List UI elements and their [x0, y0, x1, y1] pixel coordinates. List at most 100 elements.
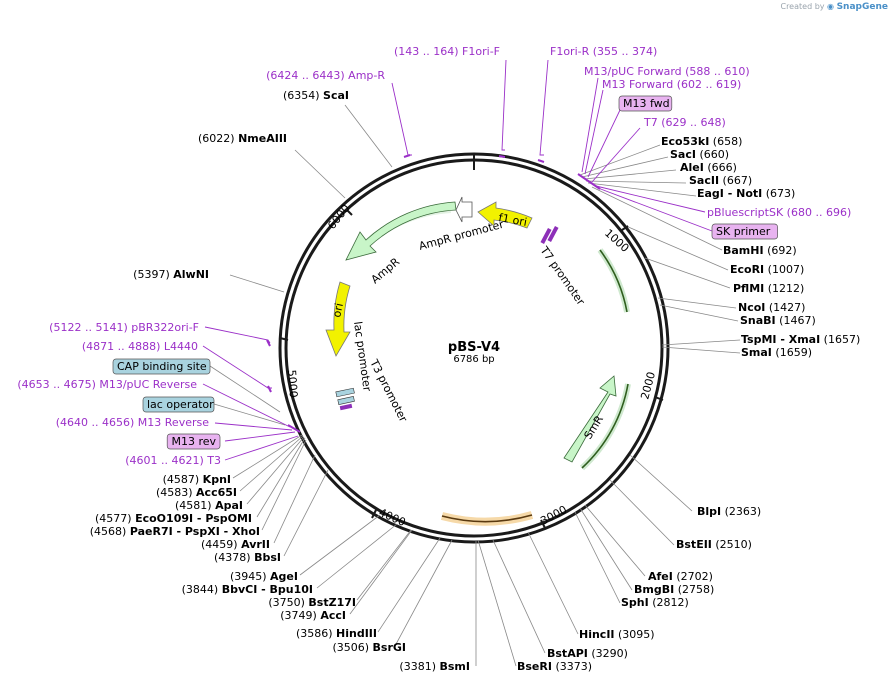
leader-bmgbi [579, 507, 633, 591]
primer-label: M13/pUC Forward (588 .. 610) [584, 65, 750, 78]
leader-ecori [625, 225, 729, 271]
enzyme-label: TspMI - XmaI (1657) [741, 333, 860, 346]
primer-mark-m13f [577, 173, 601, 190]
tick-5000 [279, 337, 289, 341]
primer-label: (4601 .. 4621) T3 [125, 454, 221, 467]
tick-label-5000: 5000 [285, 369, 300, 398]
leader-cap [209, 365, 281, 413]
enzyme-label: SnaBI (1467) [740, 314, 816, 327]
enzyme-position: (4581) [175, 499, 215, 512]
enzyme-label: BlpI (2363) [697, 505, 761, 518]
tick-1000 [621, 225, 629, 231]
enzyme-label: AfeI (2702) [648, 570, 713, 583]
enzyme-label: (4583) Acc65I [156, 486, 237, 499]
primer-label: (4640 .. 4656) M13 Reverse [56, 416, 209, 429]
tick-3000 [540, 519, 546, 529]
enzyme-name: Acc65I [196, 486, 237, 499]
enzyme-name: BstAPI [547, 647, 588, 660]
primer-line-f1orir [539, 59, 549, 156]
enzyme-label: (4577) EcoO109I - PspOMI [95, 512, 252, 525]
enzyme-position: (673) [762, 187, 795, 200]
enzyme-position: (1007) [764, 263, 804, 276]
primer-line-f1orif [501, 59, 507, 151]
primer-line-m13rev [224, 431, 296, 442]
primer-label: pBluescriptSK (680 .. 696) [707, 206, 851, 219]
f1ori-arrow [477, 201, 533, 229]
enzyme-label: EcoRI (1007) [730, 263, 804, 276]
enzyme-label: (4459) AvrII [201, 538, 270, 551]
leader-scai [344, 104, 393, 168]
enzyme-name: SacI [670, 148, 696, 161]
enzyme-label: BseRI (3373) [517, 660, 592, 673]
leader-bseri [477, 539, 517, 667]
enzyme-label: SmaI (1659) [741, 346, 812, 359]
primer-line-m13puc-r [202, 383, 291, 428]
enzyme-name: HincII [579, 628, 615, 641]
leader-saci [581, 156, 669, 178]
enzyme-position: (3844) [182, 583, 222, 596]
leader-acc65i [239, 435, 304, 492]
enzyme-position: (4568) [90, 525, 130, 538]
primer-mark-pbr322 [266, 339, 271, 347]
t7-region-marks [540, 225, 559, 245]
enzyme-name: AccI [320, 609, 346, 622]
primer-label: (6424 .. 6443) Amp-R [266, 69, 385, 82]
cap-mark [335, 387, 355, 398]
leader-sphi [574, 511, 621, 604]
enzyme-name: BsrGI [373, 641, 406, 654]
misc-feature-box [112, 358, 211, 375]
enzyme-label: SacII (667) [689, 174, 752, 187]
enzyme-name: BbsI [254, 551, 281, 564]
enzyme-label: EagI - NotI (673) [697, 187, 795, 200]
enzyme-name: AleI [680, 161, 704, 174]
enzyme-label: (5397) AlwNI [133, 268, 209, 281]
enzyme-name: KpnI [203, 473, 231, 486]
enzyme-label: (3945) AgeI [230, 570, 298, 583]
ampr-label: AmpR [369, 255, 403, 286]
primer-line-m13fwd [587, 109, 621, 178]
enzyme-name: SmaI [741, 346, 772, 359]
primer-line-l4440 [202, 345, 272, 389]
enzyme-position: (3749) [280, 609, 320, 622]
leader-hindiii [377, 537, 441, 633]
primer-label: M13 rev [171, 435, 216, 448]
credit-prefix: Created by [780, 2, 825, 11]
primer-line-pbluescriptsk [595, 185, 706, 213]
enzyme-position: (6022) [198, 132, 238, 145]
enzyme-position: (4577) [95, 512, 135, 525]
primer-line-m13f [584, 89, 604, 175]
primer-line-m13r [214, 422, 293, 431]
enzyme-name: SphI [621, 596, 649, 609]
primer-label: (4871 .. 4888) L4440 [82, 340, 198, 353]
leader-eco53ki [579, 144, 661, 176]
enzyme-name: BsmI [440, 660, 471, 673]
enzyme-label: HincII (3095) [579, 628, 655, 641]
leader-agei [299, 514, 381, 576]
enzyme-position: (3586) [296, 627, 336, 640]
enzyme-position: (667) [719, 174, 752, 187]
enzyme-position: (2758) [674, 583, 714, 596]
enzyme-name: BstZ17I [308, 596, 356, 609]
enzyme-position: (1427) [765, 301, 805, 314]
snapgene-logo-icon: ◉ [827, 2, 835, 11]
smr-companion-arc [581, 383, 629, 469]
enzyme-position: (666) [704, 161, 737, 174]
enzyme-label: NcoI (1427) [738, 301, 805, 314]
enzyme-name: SacII [689, 174, 719, 187]
primer-line-skprimer [597, 187, 713, 232]
plasmid-size: 6786 bp [453, 354, 494, 365]
enzyme-name: BmgBI [634, 583, 674, 596]
enzyme-position: (2363) [721, 505, 761, 518]
lac-promoter-label: lac promoter [351, 321, 374, 393]
tick-label-4000: 4000 [377, 506, 408, 529]
primer-mark-l4440 [267, 385, 272, 393]
enzyme-name: EagI - NotI [697, 187, 762, 200]
misc-feature-label: lac operator [147, 398, 214, 411]
enzyme-position: (3095) [615, 628, 655, 641]
leader-bstz17i [356, 529, 412, 601]
enzyme-position: (4587) [163, 473, 203, 486]
leader-ncoi [657, 297, 737, 309]
enzyme-label: BstEII (2510) [676, 538, 752, 551]
enzyme-position: (5397) [133, 268, 173, 281]
